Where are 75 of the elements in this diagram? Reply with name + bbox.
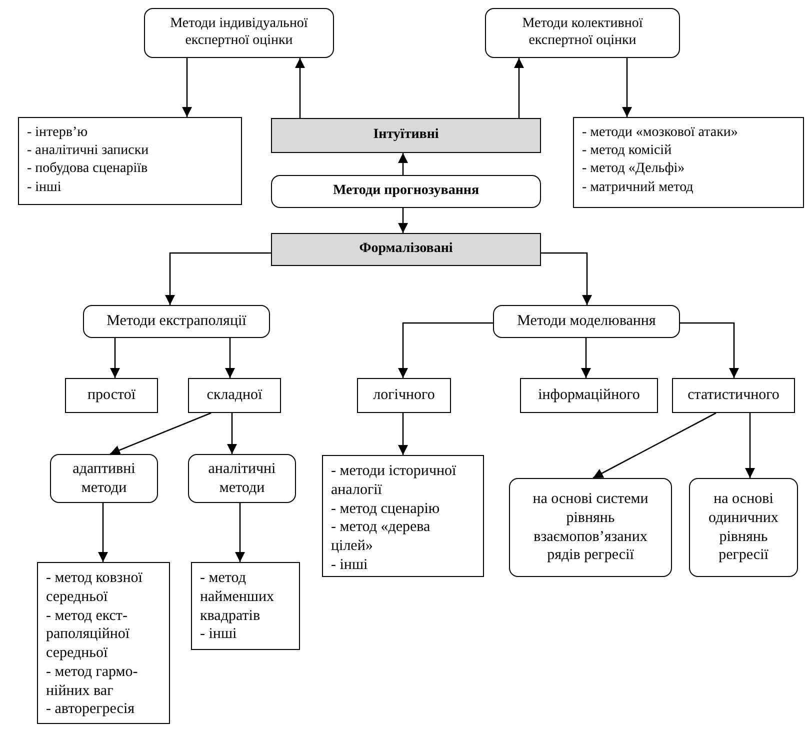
node-label: Методи колективної експертної оцінки <box>521 16 644 50</box>
method-box <box>83 305 270 338</box>
arrow <box>110 338 120 378</box>
arrow <box>541 252 592 305</box>
list-item: - інші <box>200 625 237 644</box>
arrow <box>235 503 245 562</box>
list-box <box>322 455 484 577</box>
type-box <box>357 378 451 413</box>
node-label: Методи моделювання <box>517 312 656 331</box>
list-box <box>573 117 804 208</box>
arrow <box>98 503 108 562</box>
node-label: складної <box>206 386 262 405</box>
arrow <box>622 58 632 117</box>
list-item: - побудова сценаріїв <box>27 160 148 178</box>
node-label: аналітичні методи <box>207 460 277 498</box>
arrow <box>225 338 235 378</box>
node-label: Методи прогнозування <box>332 183 480 200</box>
list-box <box>18 117 242 205</box>
list-item: - інтерв’ю <box>27 124 88 142</box>
method-box <box>493 305 680 338</box>
list-item: - авторегресія <box>46 700 135 719</box>
type-box <box>672 378 795 413</box>
node-label: на основі системи рівнянь взаємопов’язаних рядів регресії <box>532 490 650 565</box>
arrow <box>227 413 237 454</box>
list-item: - метод сценарію <box>331 500 440 518</box>
list-item: - метод комісій <box>582 142 672 160</box>
category-box <box>271 233 541 266</box>
method-box <box>144 8 334 58</box>
method-box <box>485 8 680 58</box>
method-box <box>188 454 296 503</box>
node-label: адаптивні методи <box>72 460 136 498</box>
arrow <box>745 413 755 478</box>
arrow <box>680 322 739 378</box>
method-box <box>689 478 798 577</box>
arrow <box>592 412 716 479</box>
arrow <box>182 58 192 117</box>
node-label: статистичного <box>688 386 780 405</box>
list-item: - метод «Дельфі» <box>582 160 685 178</box>
list-item: - методи історичної аналогії <box>331 462 458 500</box>
list-box <box>37 562 170 724</box>
method-box <box>50 454 158 503</box>
arrow <box>165 252 271 305</box>
node-label: Методи індивідуальної експертної оцінки <box>169 16 309 50</box>
list-item: - метод «дерева цілей» <box>331 518 432 556</box>
process-box <box>271 175 541 208</box>
list-item: - метод найменших квадратів <box>200 569 275 626</box>
node-label: логічного <box>373 386 435 405</box>
arrow <box>398 322 493 378</box>
category-box <box>271 118 541 153</box>
list-item: - матричний метод <box>582 178 694 197</box>
arrow <box>514 58 524 118</box>
list-item: - інші <box>331 556 368 574</box>
node-label: на основі одиничних рівнянь регресії <box>708 490 780 565</box>
node-label: простої <box>87 386 136 405</box>
arrow <box>110 412 212 455</box>
list-item: - інші <box>27 178 62 197</box>
type-box <box>520 378 658 413</box>
node-label: Формалізовані <box>359 241 453 258</box>
list-item: - методи «мозкової атаки» <box>582 124 738 142</box>
arrow <box>398 413 408 455</box>
node-label: Інтуїтивні <box>373 127 439 144</box>
type-box <box>65 378 158 413</box>
arrow <box>295 58 305 118</box>
arrow <box>398 153 408 175</box>
type-box <box>188 378 281 413</box>
list-item: - метод екст- раполяційної середньої <box>46 606 131 663</box>
arrow <box>581 338 591 378</box>
list-item: - аналітичні записки <box>27 142 149 160</box>
arrow <box>398 208 408 233</box>
list-box <box>191 562 300 650</box>
list-item: - метод ковзної середньої <box>46 569 144 606</box>
node-label: інформаційного <box>538 386 640 405</box>
list-item: - метод гармо- нійних ваг <box>46 662 139 700</box>
node-label: Методи екстраполяції <box>106 312 246 331</box>
method-box <box>509 478 672 577</box>
